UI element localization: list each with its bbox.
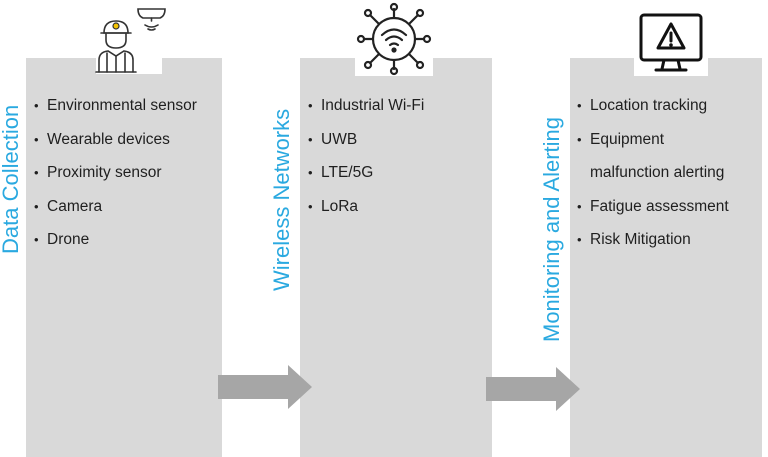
list-item-text: LoRa (321, 197, 359, 215)
list-item-text: Wearable devices (47, 130, 170, 148)
list-item: Equipment malfunction alerting (577, 123, 729, 190)
list-item: LoRa (308, 190, 424, 224)
column-title-data-collection: Data Collection (0, 104, 23, 254)
wireless-network-hub-icon (355, 2, 433, 76)
list-item: Fatigue assessment (577, 190, 729, 224)
list-item-text: Fatigue assessment (590, 197, 729, 215)
list-item-text: Proximity sensor (47, 164, 162, 181)
list-item-text: malfunction alerting (590, 164, 725, 181)
list-item-text: Camera (47, 197, 103, 215)
list-wireless-networks: Industrial Wi-FiUWB LTE/5G LoRa (308, 89, 424, 223)
list-item: Proximity sensor (34, 156, 197, 190)
list-item-text: Risk Mitigation (590, 231, 691, 248)
list-item: LTE/5G (308, 156, 424, 190)
list-item: UWB (308, 123, 424, 157)
list-item-text: Drone (47, 231, 90, 248)
arrow-networks-to-monitoring (486, 367, 580, 411)
list-item: Wearable devices (34, 123, 197, 157)
worker-with-sensor-icon (95, 8, 166, 74)
list-item-text: Industrial Wi-Fi (321, 97, 425, 114)
list-data-collection: Environmental sensorWearable devicesProx… (34, 89, 197, 257)
monitor-warning-icon (634, 12, 708, 76)
list-item: Industrial Wi-Fi (308, 89, 424, 123)
list-item: Camera (34, 190, 197, 224)
list-item: Risk Mitigation (577, 223, 729, 257)
list-item-text: UWB (321, 130, 358, 148)
list-item: Location tracking (577, 89, 729, 123)
list-item-text: LTE/5G (321, 164, 374, 181)
arrow-collection-to-networks (218, 365, 312, 409)
column-title-monitoring-alerting: Monitoring and Alerting (539, 116, 564, 342)
list-item: Environmental sensor (34, 89, 197, 123)
column-title-wireless-networks: Wireless Networks (269, 108, 294, 291)
list-item: Drone (34, 223, 197, 257)
list-item-text: Equipment (590, 130, 665, 148)
list-monitoring-alerting: Location trackingEquipment malfunction al… (577, 89, 729, 257)
list-item-text: Environmental sensor (47, 97, 197, 114)
list-item-text: Location tracking (590, 97, 708, 114)
